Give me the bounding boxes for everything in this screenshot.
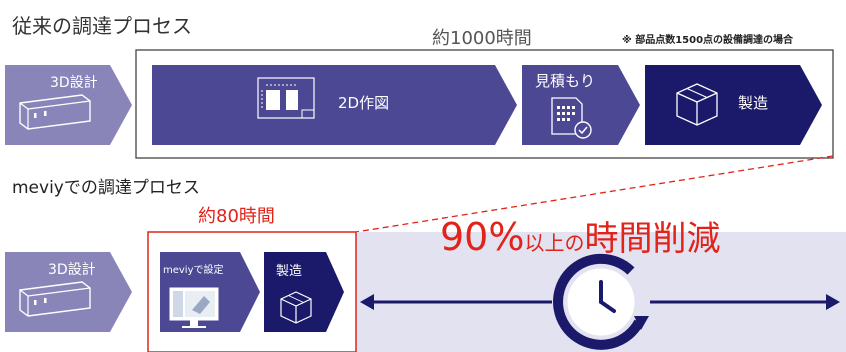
package-box-icon bbox=[280, 291, 312, 324]
step-3d-design-label: 3D設計 bbox=[50, 75, 98, 91]
meviy-step-3d-design-arrow bbox=[5, 252, 132, 332]
meviy-step-setting-label: meviyで設定 bbox=[163, 265, 224, 276]
monitor-icon bbox=[169, 287, 219, 328]
step-manufacture-arrow bbox=[645, 65, 822, 145]
step-2d-drawing-label: 2D作図 bbox=[338, 94, 390, 112]
reduction-tail-text: 時間削減 bbox=[584, 219, 721, 259]
3d-model-icon bbox=[19, 281, 91, 317]
step-3d-design-arrow bbox=[5, 65, 132, 145]
conventional-process-frame bbox=[135, 49, 834, 159]
reduction-connector-line bbox=[355, 155, 834, 233]
2d-drawing-icon bbox=[257, 77, 315, 119]
step-quote-label: 見積もり bbox=[535, 72, 596, 90]
conventional-process-title: 従来の調達プロセス bbox=[12, 14, 192, 38]
package-box-icon bbox=[676, 83, 718, 126]
reduction-percent: 90% bbox=[440, 215, 525, 259]
3d-model-icon bbox=[19, 94, 91, 130]
step-2d-drawing-arrow bbox=[152, 65, 517, 145]
clock-icon bbox=[553, 253, 649, 350]
meviy-duration: 約80時間 bbox=[198, 206, 275, 227]
meviy-step-manufacture-label: 製造 bbox=[276, 264, 303, 279]
reduction-headline: 90%以上の時間削減 bbox=[440, 218, 720, 256]
timeline-double-arrow bbox=[360, 294, 840, 310]
meviy-step-3d-design-label: 3D設計 bbox=[48, 262, 96, 278]
quote-document-icon bbox=[551, 97, 592, 139]
meviy-step-manufacture-arrow bbox=[264, 252, 344, 332]
meviy-process-title: meviyでの調達プロセス bbox=[12, 178, 200, 198]
step-manufacture-label: 製造 bbox=[738, 94, 769, 112]
conventional-duration: 約1000時間 bbox=[432, 28, 532, 49]
reduction-mid-text: 以上の bbox=[524, 231, 585, 255]
conventional-footnote: ※ 部品点数1500点の設備調達の場合 bbox=[622, 35, 794, 46]
